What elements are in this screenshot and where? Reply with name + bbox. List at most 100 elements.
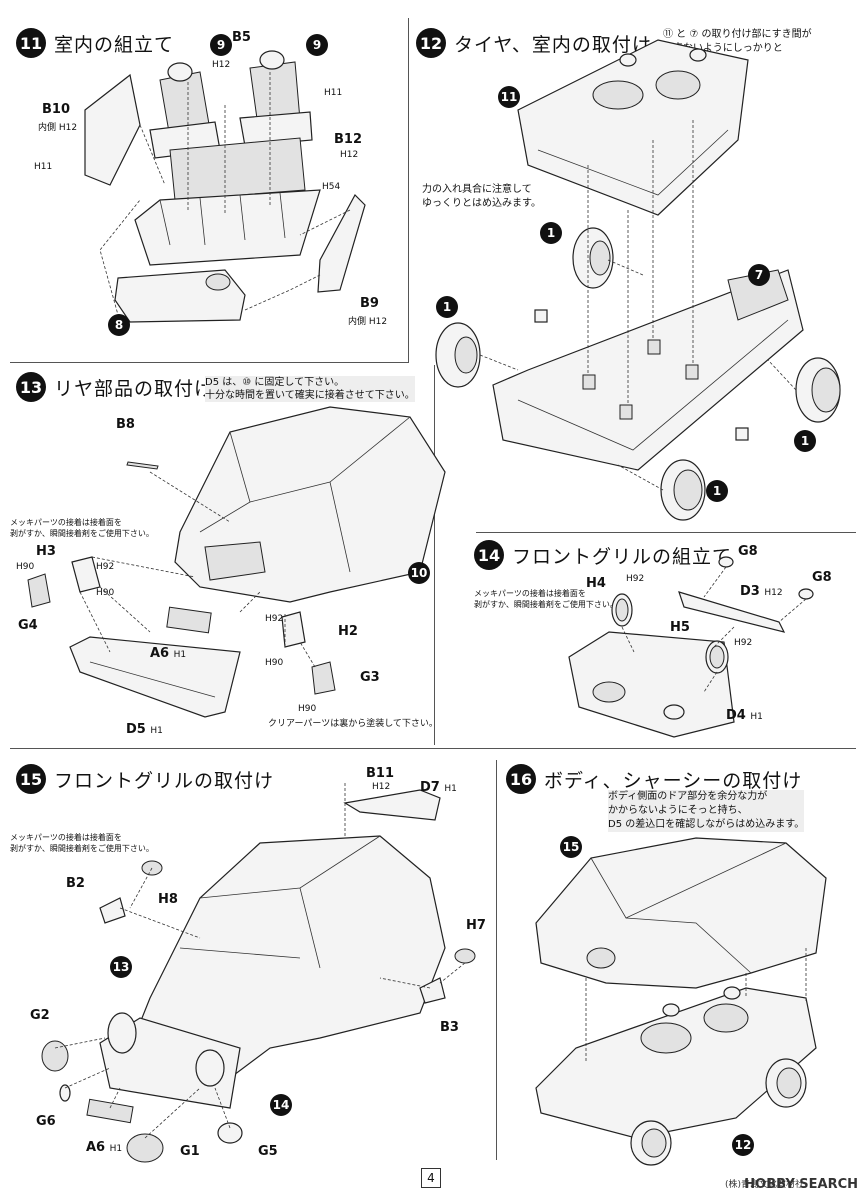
label-b2: B2 xyxy=(66,876,85,891)
note-chrome-14: メッキパーツの接着は接着面を 剥がすか、瞬間接着剤をご使用下さい。 xyxy=(474,589,618,609)
label-d4: D4 H1 xyxy=(726,708,763,723)
ref-15: 15 xyxy=(560,836,582,858)
step-number: 16 xyxy=(506,764,536,794)
ref-10: 10 xyxy=(408,562,430,584)
label-g4: G4 xyxy=(18,618,38,633)
label-g8-a: G8 xyxy=(738,544,758,559)
ref-7: 7 xyxy=(748,264,770,286)
ref-1-c: 1 xyxy=(794,430,816,452)
label-b8: B8 xyxy=(116,417,135,432)
label-h92-b: H92 xyxy=(265,614,284,624)
label-d5: D5 H1 xyxy=(126,722,163,737)
label-h12-b5: H12 xyxy=(212,60,231,70)
label-h4: H4 xyxy=(586,576,606,591)
step-number: 11 xyxy=(16,28,46,58)
label-h8: H8 xyxy=(158,892,178,907)
label-h90-a: H90 xyxy=(16,562,35,572)
step-title: タイヤ、室内の取付け xyxy=(454,33,652,56)
label-h11-top: H11 xyxy=(324,88,343,98)
page-number: 4 xyxy=(421,1168,441,1188)
step-number: 14 xyxy=(474,540,504,570)
label-g1: G1 xyxy=(180,1144,200,1159)
label-h5: H5 xyxy=(670,620,690,635)
step-13-diagram xyxy=(27,406,446,718)
divider-row3 xyxy=(10,748,856,749)
step-11-panel: 11 室内の組立て 9 9 B5 H12 H11 B10 内側 H12 H11 … xyxy=(0,0,408,362)
label-h4-h92: H92 xyxy=(626,574,645,584)
step-16-diagram xyxy=(535,837,827,1166)
label-d7: D7 H1 xyxy=(420,780,457,795)
step-12-heading: 12 タイヤ、室内の取付け xyxy=(416,28,652,58)
step-title: ボディ、シャーシーの取付け xyxy=(544,769,803,792)
ref-1-d: 1 xyxy=(706,480,728,502)
label-b9-inner: 内側 H12 xyxy=(348,317,388,327)
note-chrome-15: メッキパーツの接着は接着面を 剥がすか、瞬間接着剤をご使用下さい。 xyxy=(10,833,154,853)
copyright: (株)青島文化教材社 xyxy=(724,1180,804,1190)
step-15-heading: 15 フロントグリルの取付け xyxy=(16,764,274,794)
label-g3: G3 xyxy=(360,670,380,685)
label-g5: G5 xyxy=(258,1144,278,1159)
step-16-heading: 16 ボディ、シャーシーの取付け xyxy=(506,764,802,794)
ref-14: 14 xyxy=(270,1094,292,1116)
label-a6: A6 H1 xyxy=(150,646,187,661)
step-title: フロントグリルの組立て xyxy=(512,545,733,568)
label-h92-a: H92 xyxy=(96,562,115,572)
label-a6: A6 H1 xyxy=(86,1140,123,1155)
label-h7: H7 xyxy=(466,918,486,933)
ref-9-left: 9 xyxy=(210,34,232,56)
label-b10-inner: 内側 H12 xyxy=(38,123,78,133)
step-12-diagram xyxy=(435,39,841,521)
step-14-panel: 14 フロントグリルの組立て メッキパーツの接着は接着面を 剥がすか、瞬間接着剤… xyxy=(434,532,866,748)
ref-12: 12 xyxy=(732,1134,754,1156)
label-b10: B10 xyxy=(42,102,70,117)
ref-9-right: 9 xyxy=(306,34,328,56)
step-15-diagram xyxy=(41,783,476,1163)
divider-vertical-mid xyxy=(434,365,435,745)
ref-11: 11 xyxy=(498,86,520,108)
step-12-panel: 12 タイヤ、室内の取付け ⑪ と ⑦ の取り付け部にすき間が 出来ないようにし… xyxy=(408,0,866,532)
divider-vertical-bottom xyxy=(496,760,497,1160)
step-title: 室内の組立て xyxy=(54,33,175,56)
label-d3: D3 H12 xyxy=(740,584,783,599)
divider-11-13 xyxy=(10,362,408,363)
label-b3: B3 xyxy=(440,1020,459,1035)
ref-1-b: 1 xyxy=(436,296,458,318)
step-15-panel: 15 フロントグリルの取付け メッキパーツの接着は接着面を 剥がすか、瞬間接着剤… xyxy=(0,748,496,1168)
step-11-heading: 11 室内の組立て xyxy=(16,28,174,58)
label-h11-left: H11 xyxy=(34,162,53,172)
label-b9: B9 xyxy=(360,296,379,311)
label-g2: G2 xyxy=(30,1008,50,1023)
note-step16: ボディ側面のドア部分を余分な力が かからないようにそっと持ち、 D5 の差込口を… xyxy=(608,790,805,832)
label-h90-c: H90 xyxy=(265,658,284,668)
label-b12-h12: H12 xyxy=(340,150,359,160)
label-b11-h12: H12 xyxy=(372,782,391,792)
label-b12: B12 xyxy=(334,132,362,147)
step-14-heading: 14 フロントグリルの組立て xyxy=(474,540,732,570)
step-number: 13 xyxy=(16,372,46,402)
ref-13: 13 xyxy=(110,956,132,978)
label-h3: H3 xyxy=(36,544,56,559)
step-number: 12 xyxy=(416,28,446,58)
step-title: フロントグリルの取付け xyxy=(54,769,275,792)
step-title: リヤ部品の取付け xyxy=(54,377,215,400)
step-number: 15 xyxy=(16,764,46,794)
step-16-panel: 16 ボディ、シャーシーの取付け ボディ側面のドア部分を余分な力が かからないよ… xyxy=(496,748,866,1168)
label-g8-b: G8 xyxy=(812,570,832,585)
divider-12-14 xyxy=(476,532,856,533)
note-chrome-13: メッキパーツの接着は接着面を 剥がすか、瞬間接着剤をご使用下さい。 xyxy=(10,518,154,538)
step-13-heading: 13 リヤ部品の取付け xyxy=(16,372,214,402)
label-h54: H54 xyxy=(322,182,341,192)
label-b5: B5 xyxy=(232,30,251,45)
label-h90-b: H90 xyxy=(96,588,115,598)
label-h2: H2 xyxy=(338,624,358,639)
note-step13: D5 は、⑩ に固定して下さい。 十分な時間を置いて確実に接着させて下さい。 xyxy=(205,376,415,402)
label-h5-h92: H92 xyxy=(734,638,753,648)
ref-1-a: 1 xyxy=(540,222,562,244)
step-13-panel: 13 リヤ部品の取付け D5 は、⑩ に固定して下さい。 十分な時間を置いて確実… xyxy=(0,362,446,748)
label-b11: B11 xyxy=(366,766,394,781)
watermark: HOBBY SEARCH xyxy=(744,1177,858,1192)
label-g6: G6 xyxy=(36,1114,56,1129)
note-step12-mid: 力の入れ具合に注意して ゆっくりとはめ込みます。 xyxy=(422,184,541,209)
label-h90-d: H90 xyxy=(298,704,317,714)
ref-8: 8 xyxy=(108,314,130,336)
